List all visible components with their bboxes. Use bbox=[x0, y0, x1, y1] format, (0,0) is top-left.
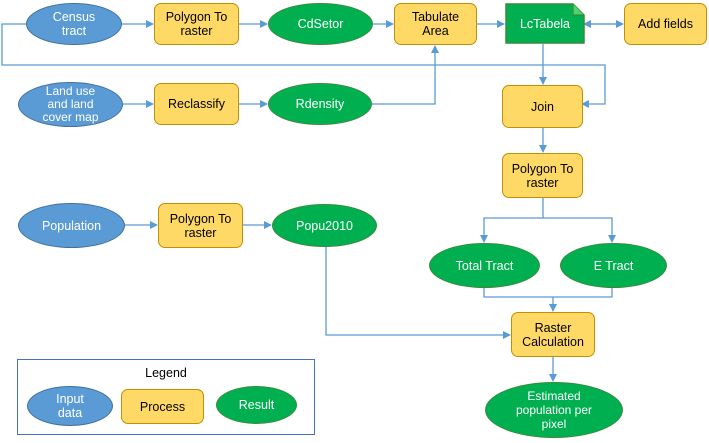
legend-input-data: Input data bbox=[27, 386, 113, 426]
estimated-population-node: Estimated population per pixel bbox=[485, 382, 623, 438]
arrow-rdensity-to-tabulate bbox=[372, 45, 439, 105]
arrow-census-to-join bbox=[1, 23, 606, 108]
arrow-polygon-to-etract bbox=[543, 217, 616, 243]
popu2010-node: Popu2010 bbox=[272, 204, 377, 247]
polygon-to-raster-node-1: Polygon To raster bbox=[154, 3, 239, 45]
legend-process: Process bbox=[121, 389, 204, 424]
tabulate-area-node: Tabulate Area bbox=[394, 3, 477, 45]
reclassify-node: Reclassify bbox=[154, 83, 239, 125]
legend-box: Legend bbox=[17, 359, 315, 435]
arrow-total-to-raster bbox=[483, 288, 557, 312]
arrow-polygon-to-total bbox=[480, 198, 544, 243]
table-shape-icon bbox=[505, 3, 585, 44]
population-node: Population bbox=[18, 203, 125, 248]
raster-calculation-node: Raster Calculation bbox=[511, 312, 595, 357]
total-tract-node: Total Tract bbox=[429, 243, 540, 288]
e-tract-node: E Tract bbox=[560, 243, 667, 288]
lctabela-node: LcTabela bbox=[505, 3, 585, 44]
arrow-popu-to-raster bbox=[325, 247, 511, 339]
legend-result: Result bbox=[216, 386, 297, 424]
legend-title: Legend bbox=[145, 366, 187, 380]
land-use-map-node: Land use and land cover map bbox=[18, 82, 123, 127]
add-fields-node: Add fields bbox=[624, 3, 707, 45]
polygon-to-raster-node-3: Polygon To raster bbox=[158, 203, 243, 248]
arrow-etract-to-raster bbox=[553, 288, 613, 298]
rdensity-node: Rdensity bbox=[268, 83, 372, 125]
join-node: Join bbox=[502, 85, 583, 128]
census-tract-node: Census tract bbox=[26, 3, 122, 45]
cdsetor-node: CdSetor bbox=[268, 3, 373, 45]
lctabela-label: LcTabela bbox=[519, 16, 571, 31]
polygon-to-raster-node-2: Polygon To raster bbox=[502, 153, 583, 198]
